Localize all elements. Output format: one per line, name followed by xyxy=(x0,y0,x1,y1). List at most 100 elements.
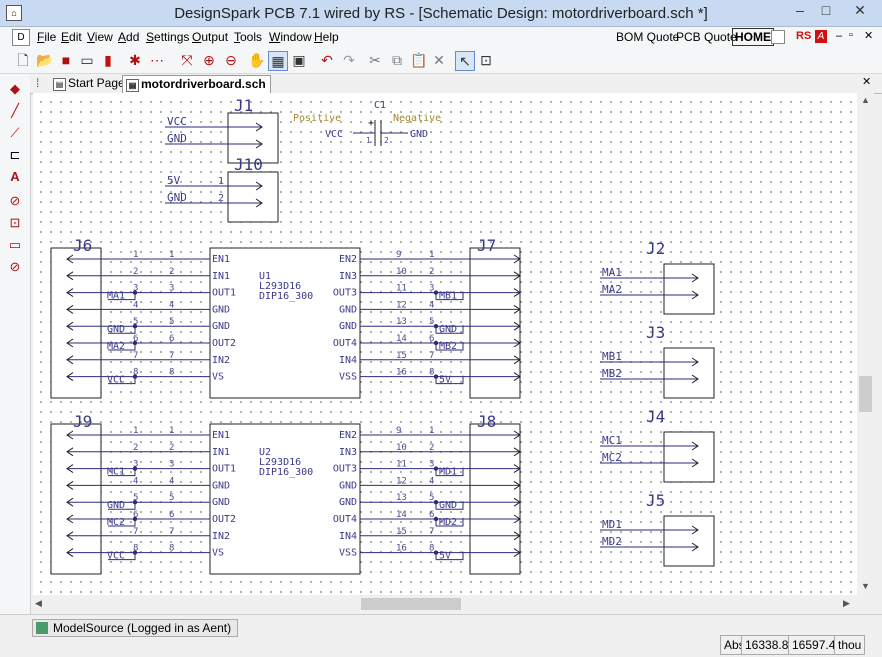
net-label: VCC xyxy=(107,551,125,562)
connector-body xyxy=(663,347,715,399)
net-label: MB1 xyxy=(439,291,457,302)
library-icon[interactable]: ▮ xyxy=(104,52,112,68)
menu-output[interactable]: Output xyxy=(192,30,229,44)
scroll-right-icon[interactable]: ▶ xyxy=(843,598,850,608)
menu-add[interactable]: Add xyxy=(118,30,140,44)
board-icon[interactable]: ▣ xyxy=(292,52,306,68)
save-icon[interactable]: ■ xyxy=(61,52,71,68)
net-label-box xyxy=(436,325,464,334)
pin-arrow xyxy=(66,355,74,365)
pin-arrow xyxy=(66,447,74,457)
menu-window[interactable]: Window xyxy=(269,30,312,44)
add-line-icon[interactable]: ⊘ xyxy=(9,193,21,208)
connector-body xyxy=(663,263,715,315)
y-coordinate: 16597.44 xyxy=(788,635,847,655)
pin-arrow xyxy=(66,271,74,281)
select-icon[interactable]: ↖ xyxy=(455,51,475,71)
pan-icon[interactable]: ✋ xyxy=(248,52,266,68)
net-label-box xyxy=(108,291,136,301)
horizontal-scroll-thumb[interactable] xyxy=(361,598,461,610)
scroll-down-icon[interactable]: ▼ xyxy=(861,581,870,591)
pin-number: 4 xyxy=(429,476,434,486)
connector-ref: J6 xyxy=(73,236,92,255)
app-icon[interactable]: ⌂ xyxy=(6,5,22,21)
maximize-icon[interactable]: □ xyxy=(821,2,831,18)
ic-pin-label: IN2 xyxy=(212,531,230,542)
menu-file[interactable]: File xyxy=(37,30,57,44)
tools-icon[interactable] xyxy=(771,30,785,44)
ic-pin-label: VS xyxy=(212,548,224,559)
zoom-extents-icon[interactable]: ⤧ xyxy=(181,52,193,68)
add-bus-icon[interactable]: ⟋ xyxy=(10,125,20,140)
net-label: 5V xyxy=(439,551,451,562)
pin-number: 8 xyxy=(429,544,434,554)
net-label-box xyxy=(436,501,464,510)
pin-number: 3 xyxy=(133,460,138,470)
vertical-scroll-thumb[interactable] xyxy=(859,376,872,412)
no-connect-icon[interactable]: ⊘ xyxy=(9,259,21,274)
net-label-box xyxy=(108,375,136,385)
delete-icon[interactable]: ✕ xyxy=(433,52,445,68)
mdi-close-icon[interactable]: ✕ xyxy=(864,30,874,42)
tab-close-icon[interactable]: ✕ xyxy=(862,76,872,88)
pin-number: 10 xyxy=(396,443,407,453)
pin-number: 2 xyxy=(218,193,224,204)
net-label: GND xyxy=(439,500,457,511)
vertical-scrollbar[interactable]: ▲ ▼ xyxy=(857,93,874,595)
home-button[interactable]: HOME xyxy=(732,28,774,46)
bom-quote-link[interactable]: BOM Quote xyxy=(616,30,680,44)
horizontal-scrollbar[interactable]: ◀ ▶ xyxy=(33,596,857,612)
add-net-icon[interactable]: ⊏ xyxy=(9,147,21,162)
add-rectangle-icon[interactable]: ▭ xyxy=(8,237,22,252)
modelsource-tab[interactable]: ModelSource (Logged in as Aent) xyxy=(32,619,239,637)
scroll-up-icon[interactable]: ▲ xyxy=(861,95,870,105)
menu-bar: D File Edit View Add Settings Output Too… xyxy=(0,27,882,47)
ic-pin-label: VSS xyxy=(339,548,357,559)
menu-tools[interactable]: Tools xyxy=(234,30,263,44)
pin-number: 2 xyxy=(169,267,174,277)
undo-icon[interactable]: ↶ xyxy=(321,52,333,68)
paste-icon[interactable]: 📋 xyxy=(410,52,428,68)
add-shape-icon[interactable]: ⊡ xyxy=(9,215,21,230)
connector-body xyxy=(663,431,715,483)
add-component-icon[interactable]: ◆ xyxy=(10,81,20,96)
grid-icon[interactable]: ▦ xyxy=(268,51,288,71)
component-icon[interactable]: ⋯ xyxy=(150,52,164,68)
pin-number: 1 xyxy=(169,426,174,436)
new-icon[interactable]: 🗋 xyxy=(17,52,29,68)
pin-number: 5 xyxy=(133,317,138,327)
scroll-left-icon[interactable]: ◀ xyxy=(35,598,42,608)
document-icon[interactable]: D xyxy=(12,29,30,46)
menu-view[interactable]: View xyxy=(87,30,113,44)
add-wire-icon[interactable]: ╱ xyxy=(11,103,19,118)
pin-number: 4 xyxy=(169,476,174,486)
pin-arrow xyxy=(66,338,74,348)
tab-motordriverboard[interactable]: ▤motordriverboard.sch xyxy=(122,75,271,93)
zoom-out-icon[interactable]: ⊖ xyxy=(225,52,237,68)
select-options-icon[interactable]: ⊡ xyxy=(480,52,492,68)
design-check-icon[interactable]: ✱ xyxy=(129,52,141,68)
tab-start-page[interactable]: ▤Start Page xyxy=(50,75,129,92)
net-label: MC1 xyxy=(602,434,622,447)
cut-icon[interactable]: ✂ xyxy=(369,52,381,68)
connector-body xyxy=(663,515,715,567)
tab-grip-icon: ⁞ xyxy=(36,76,40,90)
zoom-in-icon[interactable]: ⊕ xyxy=(203,52,215,68)
net-label-box xyxy=(436,342,464,351)
pcb-quote-link[interactable]: PCB Quote xyxy=(676,30,737,44)
menu-settings[interactable]: Settings xyxy=(146,30,190,44)
menu-edit[interactable]: Edit xyxy=(61,30,82,44)
add-text-icon[interactable]: A xyxy=(10,169,20,184)
open-icon[interactable]: 📂 xyxy=(36,52,54,68)
redo-icon[interactable]: ↷ xyxy=(343,52,355,68)
close-icon[interactable]: ✕ xyxy=(854,2,866,18)
mdi-minimize-icon[interactable]: – xyxy=(836,30,843,42)
menu-help[interactable]: Help xyxy=(314,30,339,44)
minimize-icon[interactable]: – xyxy=(796,2,804,18)
pin-number: 2 xyxy=(169,443,174,453)
properties-icon[interactable]: ▭ xyxy=(80,52,94,68)
copy-icon[interactable]: ⧉ xyxy=(392,52,402,68)
schematic-icon: ▤ xyxy=(126,79,139,92)
mdi-restore-icon[interactable]: ▫ xyxy=(849,29,853,41)
